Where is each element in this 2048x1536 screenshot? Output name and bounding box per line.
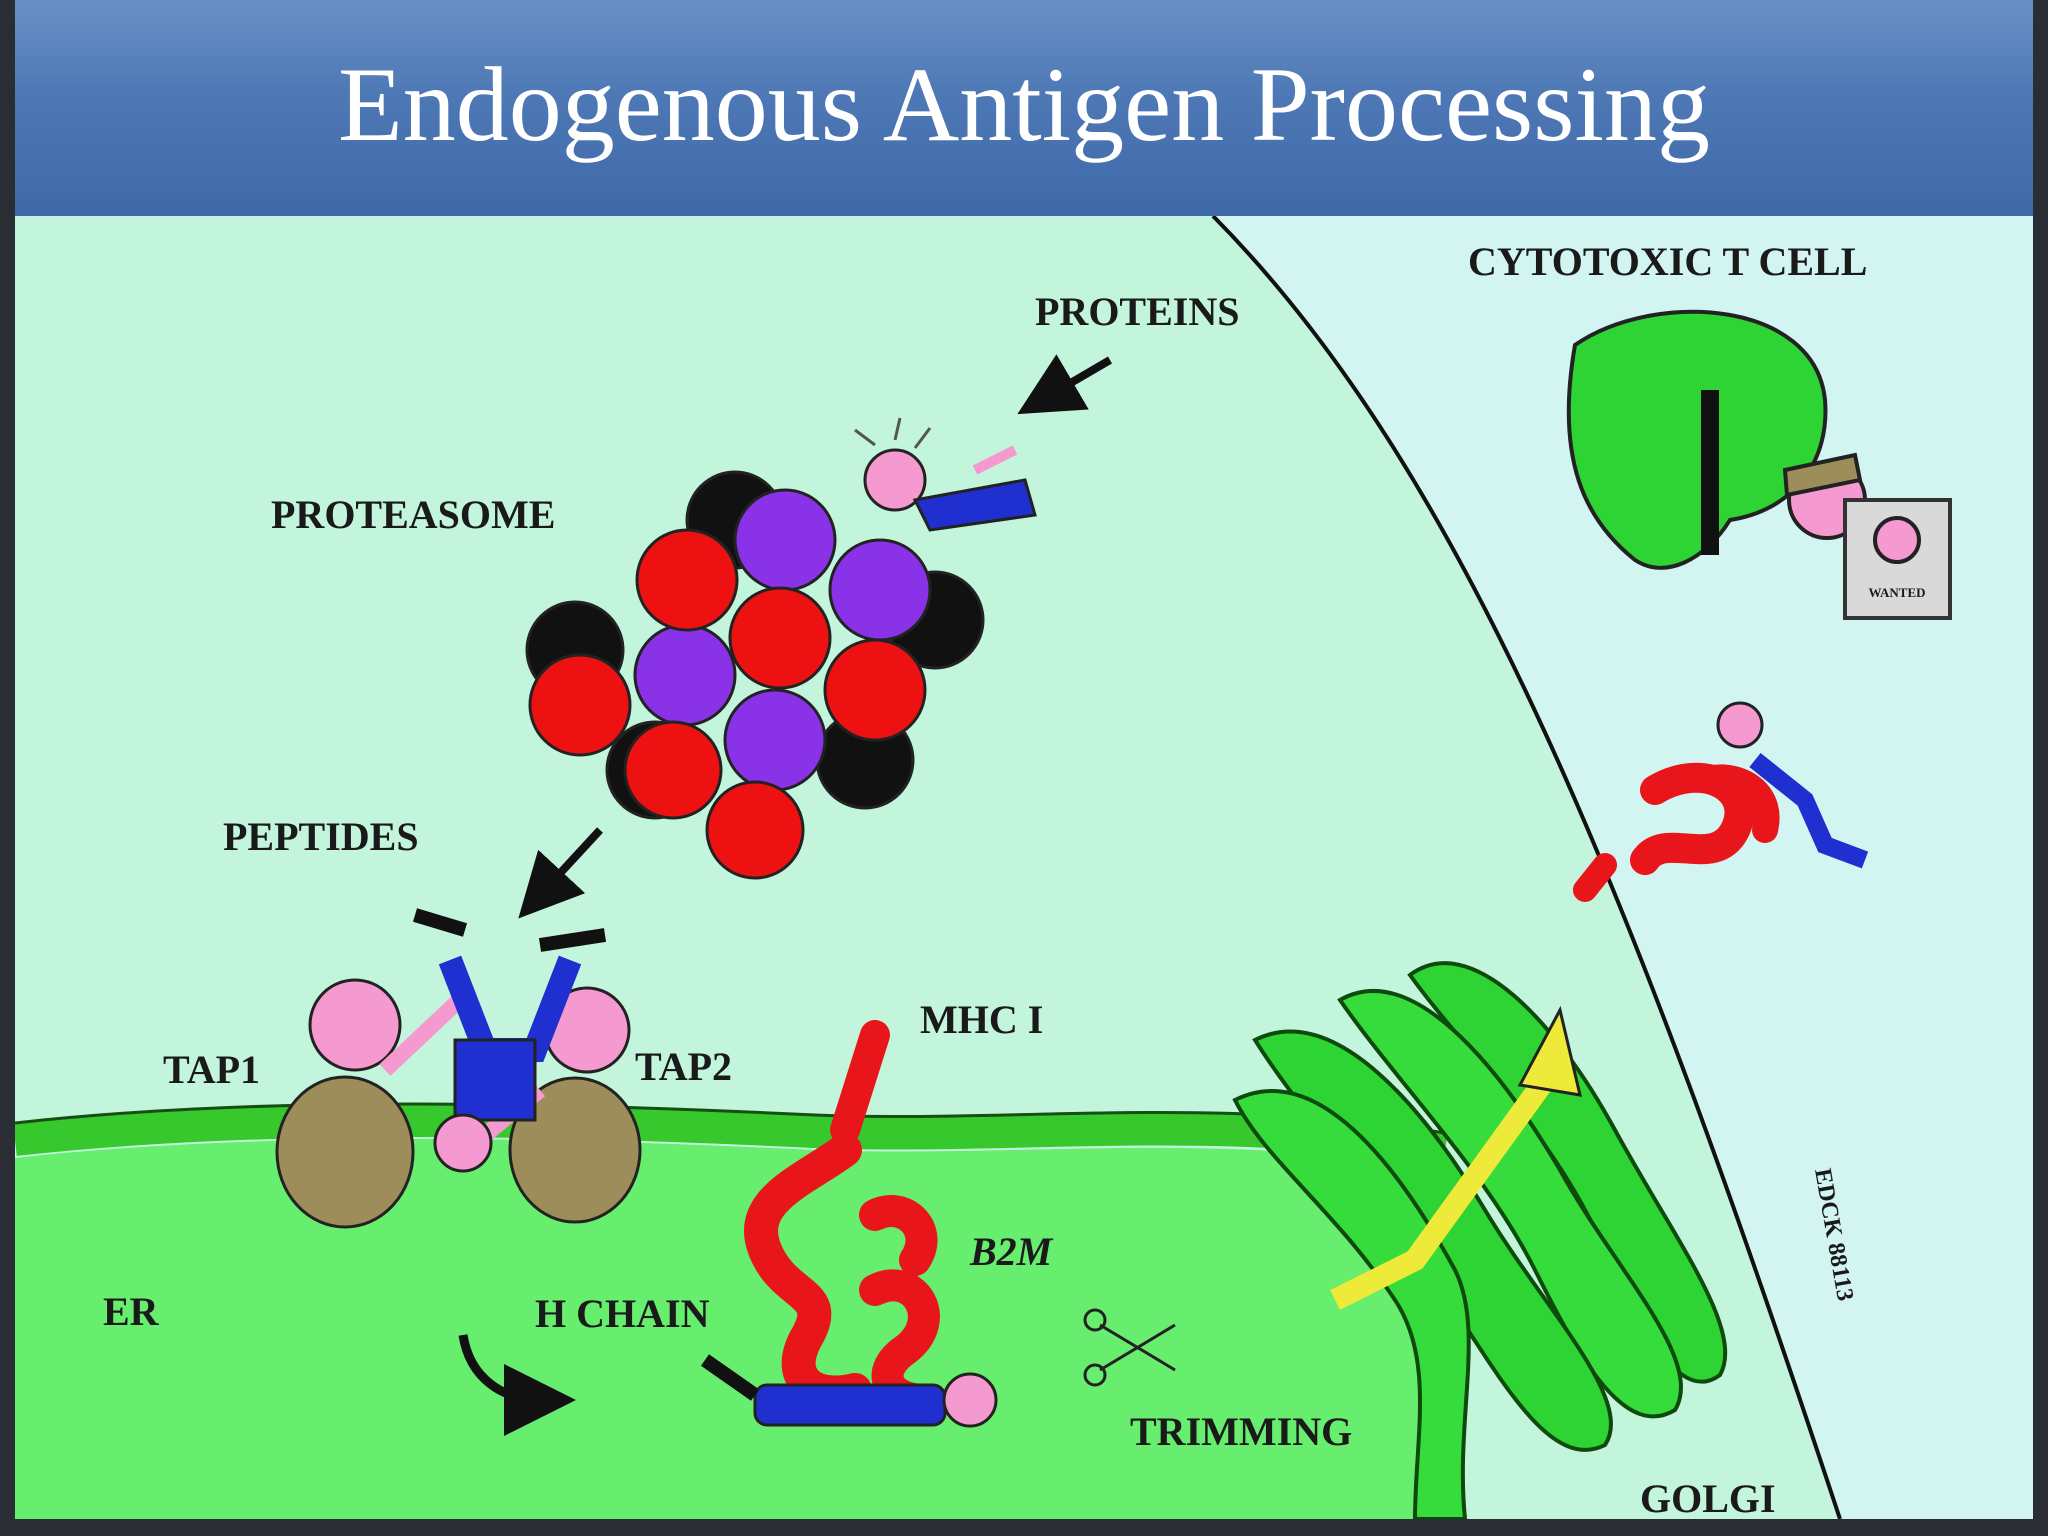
label-trimming: TRIMMING [1130,1409,1352,1454]
tap1-transporter [275,978,476,1229]
escaping-peptide-figure [1716,701,1869,869]
label-h-chain: H CHAIN [535,1291,710,1336]
label-peptides: PEPTIDES [223,814,419,859]
peptide-figure [412,908,607,1173]
presented-mhc-complex [1573,762,1780,902]
er-membrane [15,1105,1448,1166]
peptides-arrow [518,827,603,919]
trimmed-peptide-figure [700,1354,998,1428]
wanted-poster-label: WANTED [1868,585,1925,600]
label-tap2: TAP2 [635,1044,732,1089]
title-bar: Endogenous Antigen Processing [15,0,2033,216]
slide-title: Endogenous Antigen Processing [338,46,1710,163]
proteasome [525,470,985,880]
golgi-transport-arrow [1330,1073,1554,1310]
mhc-i-molecule [744,1020,941,1416]
protein-figure [854,417,1037,532]
h-chain-arrow [458,1334,576,1436]
label-proteins: PROTEINS [1035,289,1240,334]
proteins-arrow [1017,354,1113,415]
cell-membrane [1211,216,1842,1519]
label-b2m: B2M [969,1229,1054,1274]
golgi-exit-arrow-head [1517,1005,1582,1097]
scissors-icon [1083,1308,1176,1387]
antigen-processing-diagram: WANTED PROTEINS PROTEASOME PEPTIDES TAP1… [15,216,2033,1519]
label-er: ER [103,1289,160,1334]
label-mhc-i: MHC I [920,997,1043,1042]
tap2-transporter [479,986,642,1224]
cytotoxic-t-cell [1566,309,1952,620]
label-proteasome: PROTEASOME [271,492,555,537]
label-cytotoxic-t-cell: CYTOTOXIC T CELL [1468,239,1867,284]
label-tap1: TAP1 [163,1047,260,1092]
er-membrane-outline [15,1102,1446,1135]
er-lumen [15,1139,1445,1519]
label-golgi: GOLGI [1640,1476,1776,1519]
